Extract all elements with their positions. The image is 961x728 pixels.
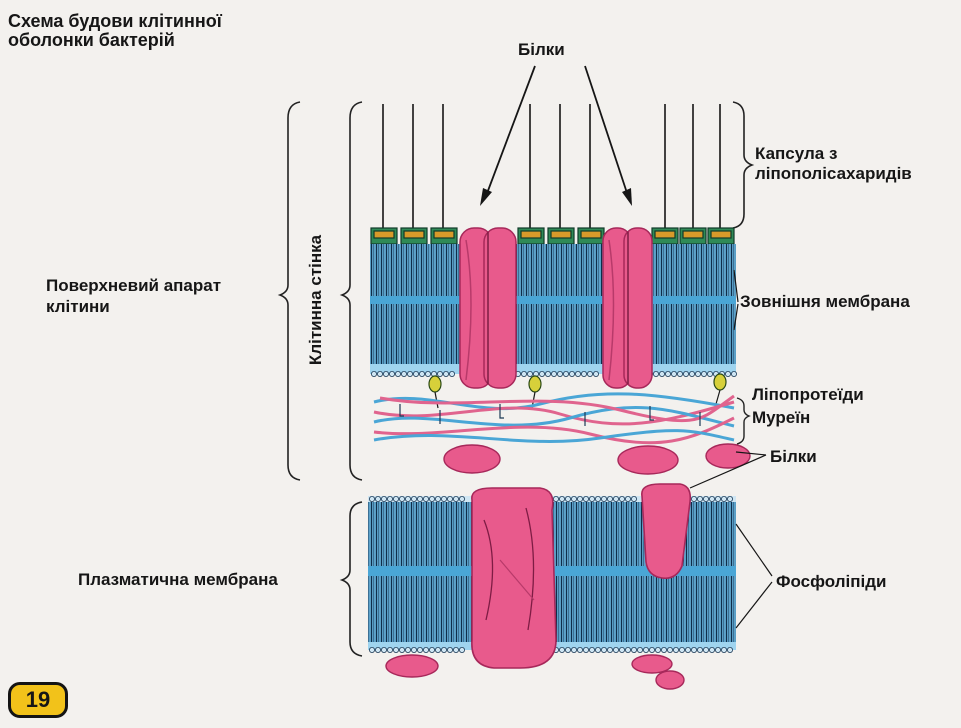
- plasma-membrane-brace: [339, 501, 363, 657]
- cell-wall-brace: [339, 101, 363, 481]
- leader-lines: [689, 269, 773, 629]
- label-capsule-line2: ліпополісахаридів: [755, 164, 912, 183]
- transmembrane-protein: [471, 487, 557, 669]
- capsule-brace: [732, 101, 755, 229]
- page-number-badge: 19: [8, 682, 68, 718]
- porin-protein-left: [459, 227, 517, 389]
- outer-membrane: [370, 244, 738, 377]
- label-lipoproteins: Ліпопротеїди: [752, 385, 864, 404]
- label-cell-wall: Клітинна стінка: [306, 234, 325, 366]
- label-proteins-top: Білки: [518, 40, 565, 59]
- periplasmic-proteins: [443, 443, 751, 475]
- murein-crosslinks: [399, 404, 701, 426]
- label-surface-apparatus-line1: Поверхневий апарат: [46, 276, 222, 295]
- capsule-chains: [382, 104, 721, 228]
- peripheral-protein: [641, 483, 692, 580]
- label-plasma-membrane: Плазматична мембрана: [78, 570, 278, 589]
- label-outer-membrane: Зовнішня мембрана: [740, 292, 910, 311]
- label-phospholipids: Фосфоліпіди: [776, 572, 887, 591]
- lipoproteins: [428, 373, 727, 393]
- label-proteins-mid: Білки: [770, 447, 817, 466]
- label-capsule-line1: Капсула з: [755, 144, 838, 163]
- lps-heads: [370, 227, 735, 245]
- label-murein: Муреїн: [752, 408, 811, 427]
- cytoplasmic-proteins: [385, 654, 685, 690]
- diagram-title: Схема будови клітинної оболонки бактерій: [8, 11, 222, 50]
- surface-apparatus-brace: [277, 101, 301, 481]
- murein-layer: [373, 392, 735, 445]
- protein-arrows: [485, 65, 629, 197]
- porin-protein-right: [602, 227, 653, 389]
- label-surface-apparatus-line2: клітини: [46, 297, 110, 316]
- murein-brace: [736, 397, 751, 445]
